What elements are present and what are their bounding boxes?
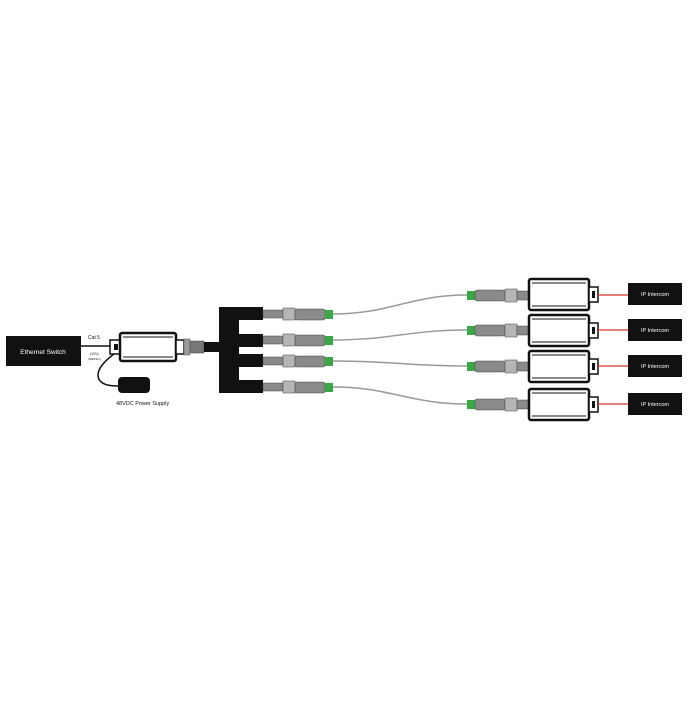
left-connector-2	[262, 333, 333, 347]
coax-cable-2	[332, 329, 468, 341]
power-note-line2: (6/8/15m)	[88, 357, 101, 361]
ethernet-switch: Ethernet Switch	[6, 336, 81, 366]
ip-intercom-label-3: IP Intercom	[641, 364, 669, 370]
ethernet-switch-label: Ethernet Switch	[20, 349, 66, 356]
left-connector-3	[262, 354, 333, 368]
coax-cable-3	[332, 360, 468, 367]
remote-row-2: IP Intercom	[467, 313, 682, 348]
power-supply: 48VDC Power Supply	[97, 353, 169, 407]
power-supply-label: 48VDC Power Supply	[116, 401, 169, 407]
power-note-line1: (12V)	[90, 352, 99, 356]
coax-cable-1	[332, 294, 468, 315]
cat5-label: Cat 5	[88, 335, 100, 341]
splitter	[204, 307, 263, 393]
coax-cables	[332, 294, 468, 405]
remote-row-4: IP Intercom	[467, 387, 682, 422]
left-connector-4	[262, 380, 333, 394]
left-connector-1	[262, 307, 333, 321]
remote-row-1: IP Intercom	[467, 277, 682, 312]
base-unit	[109, 331, 205, 363]
cat5-cable: Cat 5 (12V) (6/8/15m)	[81, 335, 114, 361]
ip-intercom-label-1: IP Intercom	[641, 292, 669, 298]
ip-intercom-label-2: IP Intercom	[641, 328, 669, 334]
coax-cable-4	[332, 386, 468, 405]
ip-intercom-label-4: IP Intercom	[641, 402, 669, 408]
remote-row-3: IP Intercom	[467, 349, 682, 384]
